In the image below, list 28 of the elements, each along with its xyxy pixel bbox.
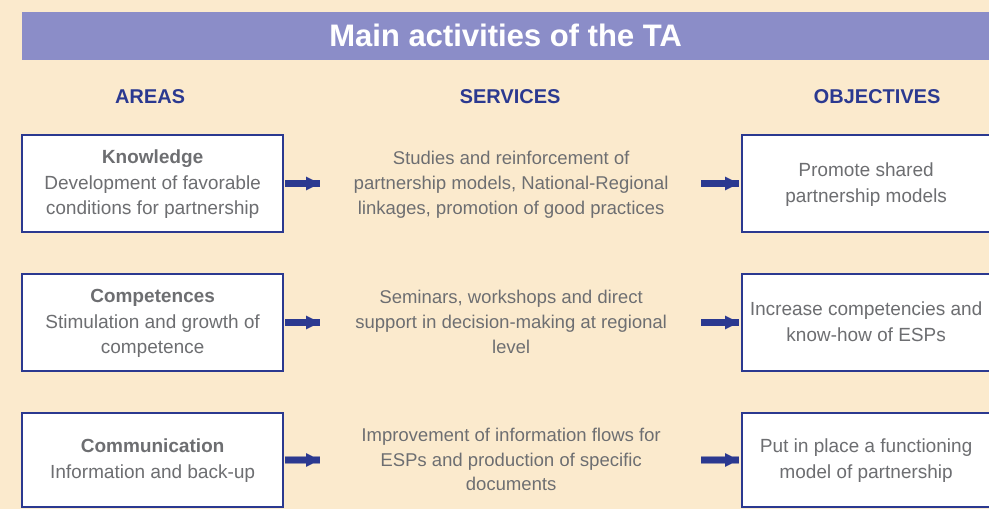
title-banner: Main activities of the TA [22, 12, 989, 60]
area-heading: Communication [80, 435, 224, 460]
text-box [741, 273, 989, 372]
arrow [285, 453, 320, 467]
text-box [741, 134, 989, 233]
description-text: Increase competencies and know-how of ESPs [749, 298, 983, 348]
column-heading: AREAS [114, 86, 186, 109]
text-box [741, 412, 989, 508]
column-heading: SERVICES [458, 86, 562, 109]
description-text: Development of favorable conditions for partnership [43, 172, 262, 222]
description-text: Stimulation and growth of competence [44, 310, 261, 360]
text-box [21, 273, 284, 372]
text-box [21, 412, 284, 508]
text-box [21, 134, 284, 233]
area-heading: Knowledge [102, 146, 204, 170]
description-text: Improvement of information flows for ESPs and production of specific documents [360, 422, 662, 496]
arrow [285, 316, 320, 330]
arrow [285, 176, 320, 190]
arrow [701, 176, 739, 190]
column-heading: OBJECTIVES [812, 86, 942, 109]
arrow [701, 316, 739, 330]
description-text: Put in place a functioning model of partnership [758, 435, 974, 485]
description-text: Promote shared partnership models [784, 158, 948, 208]
arrow [701, 453, 739, 467]
description-text: Studies and reinforcement of partnership models, National-Regional linkages, promotion of good practices [352, 146, 670, 220]
description-text: Information and back-up [50, 461, 255, 485]
area-heading: Competences [90, 285, 215, 310]
description-text: Seminars, workshops and direct support in decision-making at regional level [354, 285, 668, 359]
